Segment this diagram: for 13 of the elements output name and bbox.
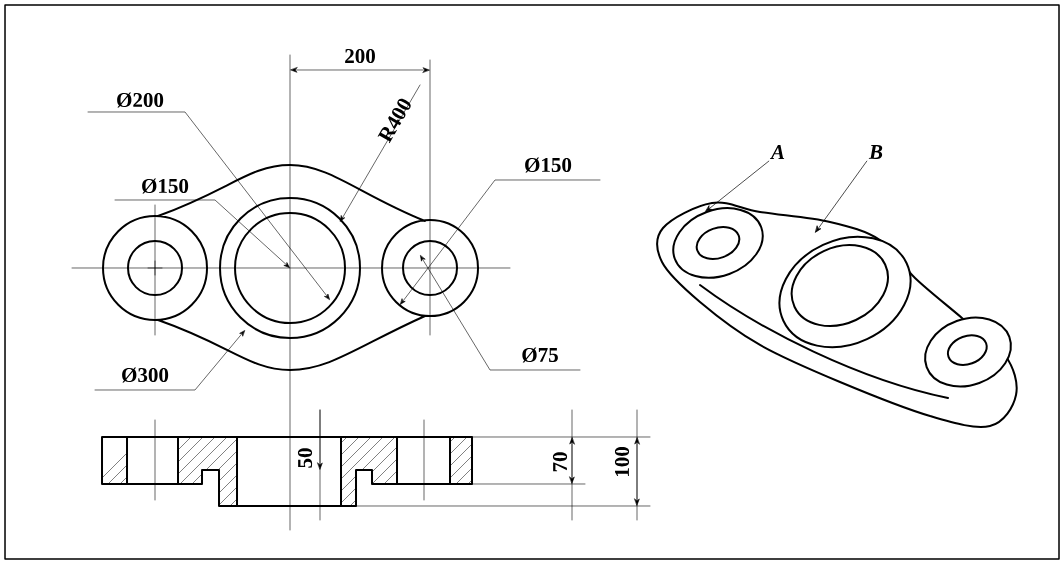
dimension-label: Ø200 <box>117 92 164 108</box>
dimension-label: Ø150 <box>525 157 572 173</box>
leader-line <box>705 160 770 212</box>
dimension-label: Ø300 <box>122 367 169 383</box>
callout-letter: B <box>868 145 883 159</box>
dimension-label: 100 <box>614 447 630 477</box>
callout-letter: A <box>769 145 785 159</box>
dimension-label: 70 <box>552 452 568 472</box>
dimension-label: 50 <box>297 448 313 468</box>
dimension-label: Ø75 <box>522 347 558 363</box>
dimension-label: Ø150 <box>142 178 189 194</box>
dimension-label: 200 <box>345 48 375 64</box>
leader-line <box>815 160 868 233</box>
